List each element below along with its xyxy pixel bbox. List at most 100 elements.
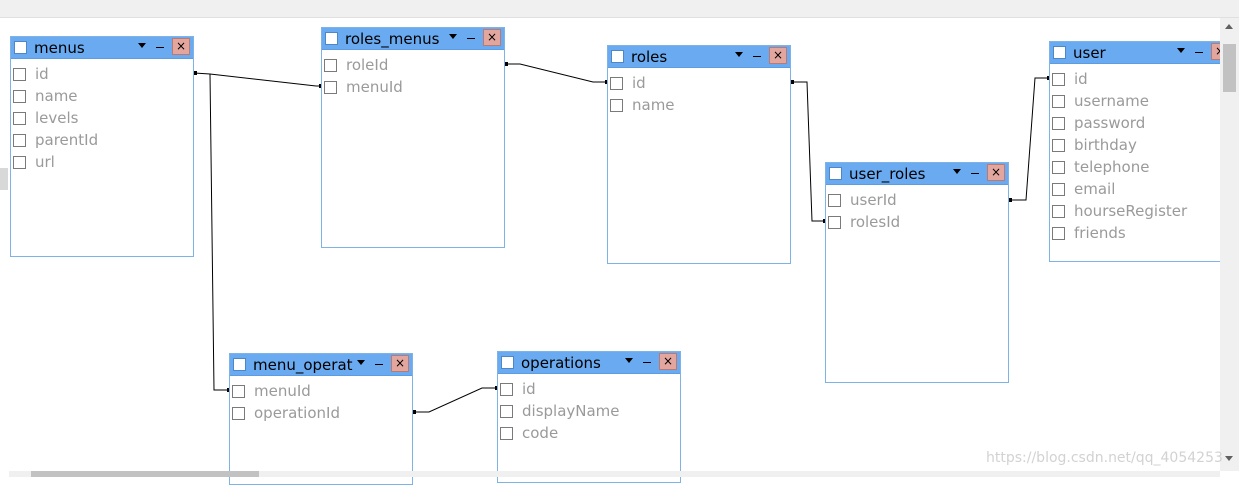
table-title: menu_operat <box>253 356 353 374</box>
table-header[interactable]: menu_operat × <box>230 354 412 376</box>
table-menus[interactable]: menus × id name levels parentId url <box>10 36 194 257</box>
close-icon[interactable]: × <box>769 47 787 64</box>
column-checkbox[interactable] <box>500 405 513 418</box>
close-icon[interactable]: × <box>987 164 1005 181</box>
column-name: parentId <box>35 131 99 149</box>
minimize-icon[interactable] <box>753 56 761 57</box>
column-checkbox[interactable] <box>232 385 245 398</box>
minimize-icon[interactable] <box>467 38 475 39</box>
dropdown-icon[interactable] <box>625 358 633 363</box>
column-name: levels <box>35 109 79 127</box>
column-checkbox[interactable] <box>13 112 26 125</box>
column-checkbox[interactable] <box>324 59 337 72</box>
column-checkbox[interactable] <box>610 99 623 112</box>
table-header[interactable]: roles × <box>608 46 790 68</box>
minimize-icon[interactable] <box>375 364 383 365</box>
column-checkbox[interactable] <box>828 194 841 207</box>
dropdown-icon[interactable] <box>357 360 365 365</box>
scroll-down-icon[interactable] <box>1225 456 1233 461</box>
column-name: menuId <box>254 382 311 400</box>
scroll-thumb[interactable] <box>31 471 259 477</box>
dropdown-icon[interactable] <box>138 43 146 48</box>
column-name: code <box>522 424 559 442</box>
column-checkbox[interactable] <box>1052 95 1065 108</box>
splitter-handle[interactable] <box>0 168 8 190</box>
select-table-checkbox[interactable] <box>14 41 27 54</box>
table-operations[interactable]: operations × id displayName code <box>497 351 681 483</box>
dropdown-icon[interactable] <box>449 34 457 39</box>
minimize-icon[interactable] <box>156 47 164 48</box>
column-name: name <box>35 87 78 105</box>
dropdown-icon[interactable] <box>735 52 743 57</box>
table-user-roles[interactable]: user_roles × userId rolesId <box>825 162 1009 383</box>
column-checkbox[interactable] <box>13 90 26 103</box>
column-name: telephone <box>1074 158 1150 176</box>
column-name: id <box>1074 70 1088 88</box>
column-checkbox[interactable] <box>232 407 245 420</box>
select-table-checkbox[interactable] <box>325 32 338 45</box>
column-checkbox[interactable] <box>500 383 513 396</box>
dropdown-icon[interactable] <box>953 169 961 174</box>
select-table-checkbox[interactable] <box>829 167 842 180</box>
table-title: roles <box>631 48 668 66</box>
table-header[interactable]: operations × <box>498 352 680 374</box>
select-table-checkbox[interactable] <box>1053 46 1066 59</box>
column-name: operationId <box>254 404 340 422</box>
column-name: url <box>35 153 55 171</box>
minimize-icon[interactable] <box>1195 52 1203 53</box>
column-checkbox[interactable] <box>1052 117 1065 130</box>
minimize-icon[interactable] <box>643 362 651 363</box>
dropdown-icon[interactable] <box>1177 48 1185 53</box>
column-checkbox[interactable] <box>13 156 26 169</box>
select-table-checkbox[interactable] <box>233 358 246 371</box>
column-checkbox[interactable] <box>324 81 337 94</box>
column-name: menuId <box>346 78 403 96</box>
column-name: email <box>1074 180 1116 198</box>
table-title: menus <box>34 39 85 57</box>
table-header[interactable]: roles_menus × <box>322 28 504 50</box>
column-name: rolesId <box>850 213 901 231</box>
table-title: roles_menus <box>345 30 440 48</box>
column-name: birthday <box>1074 136 1137 154</box>
column-checkbox[interactable] <box>13 68 26 81</box>
column-checkbox[interactable] <box>610 77 623 90</box>
column-name: name <box>632 96 675 114</box>
column-checkbox[interactable] <box>1052 161 1065 174</box>
select-table-checkbox[interactable] <box>611 50 624 63</box>
table-title: user <box>1073 44 1106 62</box>
close-icon[interactable]: × <box>659 353 677 370</box>
column-name: id <box>632 74 646 92</box>
column-name: roleId <box>346 56 389 74</box>
minimize-icon[interactable] <box>971 173 979 174</box>
column-name: displayName <box>522 402 620 420</box>
close-icon[interactable]: × <box>172 38 190 55</box>
column-checkbox[interactable] <box>1052 227 1065 240</box>
table-user[interactable]: user × id username password birthday tel… <box>1049 41 1233 262</box>
table-menu-operat[interactable]: menu_operat × menuId operationId <box>229 353 413 485</box>
close-icon[interactable]: × <box>483 29 501 46</box>
scroll-thumb[interactable] <box>1223 44 1236 92</box>
scroll-up-icon[interactable] <box>1225 24 1233 29</box>
table-header[interactable]: user_roles × <box>826 163 1008 185</box>
select-table-checkbox[interactable] <box>501 356 514 369</box>
table-title: user_roles <box>849 165 926 183</box>
column-checkbox[interactable] <box>500 427 513 440</box>
column-name: password <box>1074 114 1146 132</box>
toolbar-strip <box>0 0 1239 18</box>
vertical-scrollbar[interactable] <box>1220 18 1239 471</box>
column-name: id <box>522 380 536 398</box>
horizontal-scrollbar[interactable] <box>9 471 1220 477</box>
column-checkbox[interactable] <box>13 134 26 147</box>
column-name: friends <box>1074 224 1126 242</box>
column-checkbox[interactable] <box>1052 139 1065 152</box>
column-checkbox[interactable] <box>1052 183 1065 196</box>
table-roles-menus[interactable]: roles_menus × roleId menuId <box>321 27 505 248</box>
column-checkbox[interactable] <box>828 216 841 229</box>
column-checkbox[interactable] <box>1052 73 1065 86</box>
close-icon[interactable]: × <box>391 355 409 372</box>
table-roles[interactable]: roles × id name <box>607 45 791 264</box>
column-checkbox[interactable] <box>1052 205 1065 218</box>
column-name: id <box>35 65 49 83</box>
table-header[interactable]: user × <box>1050 42 1232 64</box>
table-header[interactable]: menus × <box>11 37 193 59</box>
